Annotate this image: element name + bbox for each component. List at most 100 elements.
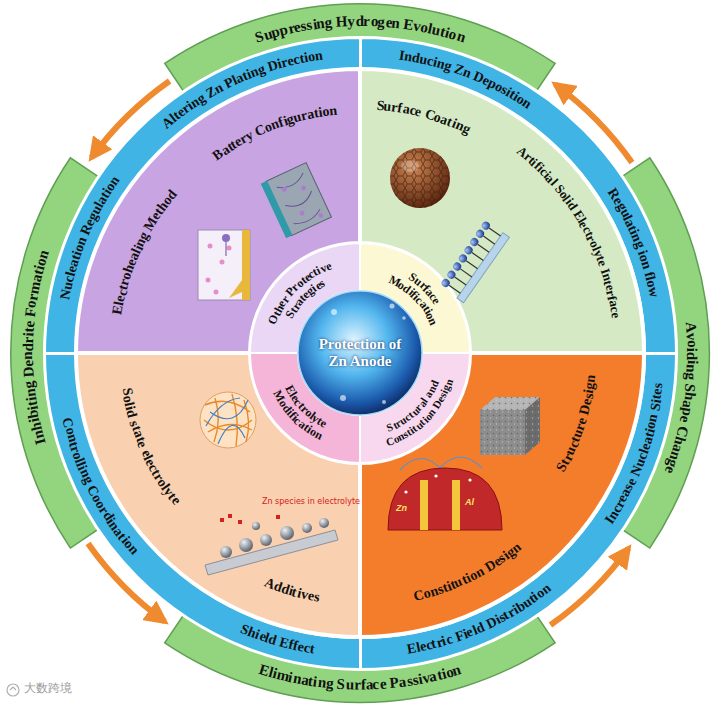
letter: g — [682, 372, 699, 381]
letter: g — [324, 14, 333, 31]
sei-head — [463, 245, 474, 256]
sei-chains — [449, 228, 501, 293]
cycle-arrow — [555, 84, 632, 162]
letter: S — [336, 676, 345, 693]
letter: n — [313, 48, 323, 64]
letter: r — [354, 677, 361, 694]
curved-label: Structural and Constitution Design — [383, 376, 454, 447]
ion-dot — [300, 185, 306, 191]
curved-label: Solid state electrolyte — [120, 384, 184, 508]
additive-sphere — [319, 518, 329, 528]
porous-cube — [480, 397, 540, 455]
curved-label: Other Protective Strategies — [267, 260, 335, 326]
sei-head — [440, 277, 451, 288]
additive-illustration — [205, 514, 338, 575]
network-ball — [200, 392, 256, 448]
curved-label: Electrohealing Method — [110, 187, 179, 318]
illustration-note: Zn species in electrolyte — [262, 497, 360, 507]
watermark-ring — [7, 684, 19, 696]
network-fibers — [204, 394, 252, 446]
letter: g — [377, 13, 386, 30]
letter: e — [676, 415, 694, 425]
watermark-icon — [7, 684, 19, 696]
letter: u — [345, 676, 354, 693]
letter: t — [309, 641, 316, 657]
alloy-illustration — [388, 457, 502, 530]
letter: s — [313, 589, 321, 605]
curved-label: Eliminating Surface Passivation — [256, 662, 466, 693]
polymer-network — [200, 392, 256, 448]
center-circle-outline — [298, 291, 422, 415]
curved-label: Shield Effect — [237, 622, 320, 657]
element-label: Al — [465, 497, 474, 508]
blue-ring-segment-outline — [44, 37, 360, 353]
letter: c — [372, 676, 379, 693]
letter: e — [379, 676, 387, 693]
curved-label: Controlling Coordination — [60, 415, 140, 557]
letter: n — [391, 14, 401, 31]
zn-species — [228, 514, 232, 518]
letter: n — [328, 102, 337, 118]
network-fibers — [206, 398, 248, 444]
sei-head — [452, 261, 463, 272]
hex-coating — [390, 148, 450, 208]
bubble — [390, 304, 395, 309]
ion-path — [276, 173, 322, 227]
probe — [222, 234, 230, 242]
sei-head — [475, 228, 486, 239]
letter: f — [360, 677, 365, 694]
cycle-arrow — [88, 543, 165, 621]
letter: e — [20, 360, 37, 367]
ion-dot — [434, 474, 437, 477]
zn-species — [220, 518, 224, 522]
ion-dot — [281, 186, 287, 192]
sei-illustration — [439, 220, 509, 303]
al-bar — [452, 480, 460, 530]
zinc-surface — [205, 530, 338, 575]
electrohealing-illustration — [198, 230, 250, 300]
al-bar — [420, 480, 428, 530]
letter: e — [414, 104, 424, 120]
letter: H — [336, 13, 349, 30]
letter: v — [683, 333, 700, 341]
additive-sphere — [280, 526, 294, 540]
curved-label: Avoiding Shape Change — [662, 319, 700, 478]
bubble — [382, 400, 386, 404]
letter: d — [20, 343, 37, 352]
letter: i — [684, 348, 701, 352]
ion-dot — [404, 490, 407, 493]
letter: y — [347, 13, 355, 30]
center-circle: Protection of Zn Anode — [296, 289, 424, 417]
curved-label: Artificial Solid Electrolyte Interface — [515, 145, 623, 322]
sei-head — [469, 236, 480, 247]
letter: a — [365, 677, 373, 694]
letter: e — [608, 311, 623, 319]
sphere — [390, 148, 450, 208]
letter: n — [19, 352, 36, 360]
sei-head — [457, 253, 468, 264]
blue-ring-segment-outline — [360, 353, 676, 669]
bubble — [331, 309, 337, 315]
additive-sphere — [220, 546, 232, 558]
curved-label: Inducing Zn Deposition — [394, 48, 535, 111]
sphere-highlight — [401, 160, 419, 172]
curved-label: Surface Modification — [387, 271, 443, 328]
additive-sphere — [239, 538, 253, 552]
alloy-dome — [388, 468, 502, 530]
additive-sphere — [252, 522, 260, 530]
zn-species — [276, 515, 280, 519]
blue-ring-segment-outline — [44, 353, 360, 669]
ion-dot — [318, 212, 324, 218]
letter: r — [20, 336, 37, 343]
additive-sphere — [260, 534, 272, 546]
cycle-arrow — [550, 548, 628, 625]
letter: d — [355, 13, 363, 30]
sei-substrate — [457, 233, 509, 303]
ion-dot — [299, 210, 305, 216]
curved-label: Battery Configuration — [210, 103, 341, 162]
ion-dot — [208, 244, 213, 249]
letter: i — [684, 360, 701, 365]
curved-label: Suppressing Hydrogen Evolution — [251, 13, 469, 45]
ion-dot — [220, 260, 225, 265]
curved-label: Inhibiting Dendrite Formation — [20, 246, 51, 450]
